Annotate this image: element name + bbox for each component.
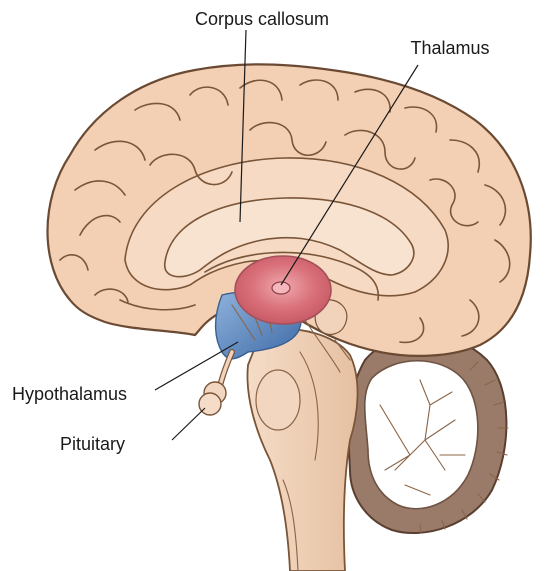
corpus-callosum-label: Corpus callosum xyxy=(195,9,329,29)
pituitary-label: Pituitary xyxy=(60,434,125,454)
brainstem xyxy=(247,329,357,571)
cerebellum xyxy=(349,335,508,533)
thalamus-label: Thalamus xyxy=(410,38,489,58)
thalamus-region xyxy=(235,256,331,324)
hypothalamus-label: Hypothalamus xyxy=(12,384,127,404)
interthalamic-adhesion xyxy=(272,282,290,294)
pituitary-leader xyxy=(172,408,205,440)
